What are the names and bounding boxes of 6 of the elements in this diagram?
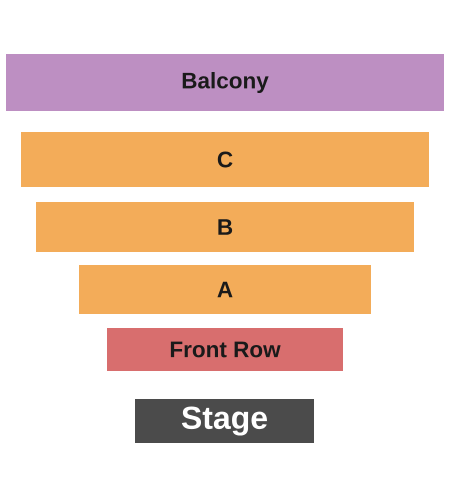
seating-section: C	[21, 132, 429, 187]
seating-section: Balcony	[6, 54, 444, 111]
stage-block: Stage	[135, 399, 314, 443]
seating-section: B	[36, 202, 414, 252]
seating-section: Front Row	[107, 328, 343, 371]
seating-section: A	[79, 265, 371, 314]
